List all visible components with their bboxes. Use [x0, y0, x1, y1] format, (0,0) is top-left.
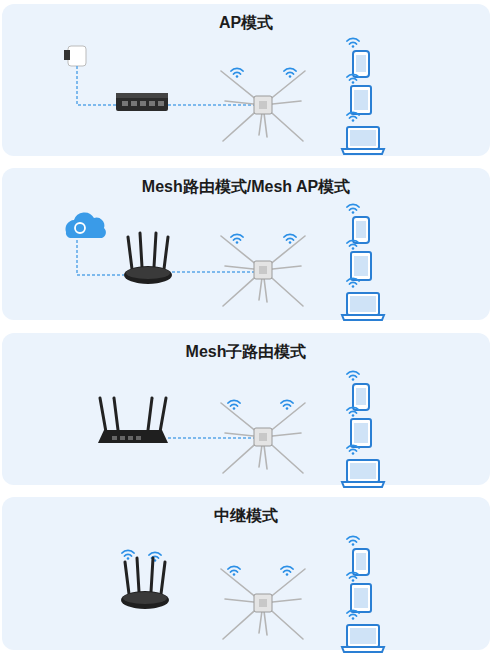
panel-title: Mesh路由模式/Mesh AP模式 [2, 177, 490, 198]
panel-title: AP模式 [2, 13, 490, 34]
mode-panel: 中继模式 [2, 497, 490, 650]
mode-panel: Mesh子路由模式 [2, 333, 490, 485]
mode-panel: AP模式 [2, 4, 490, 156]
mode-panel: Mesh路由模式/Mesh AP模式 [2, 168, 490, 320]
panel-title: 中继模式 [2, 506, 490, 527]
panel-title: Mesh子路由模式 [2, 342, 490, 363]
